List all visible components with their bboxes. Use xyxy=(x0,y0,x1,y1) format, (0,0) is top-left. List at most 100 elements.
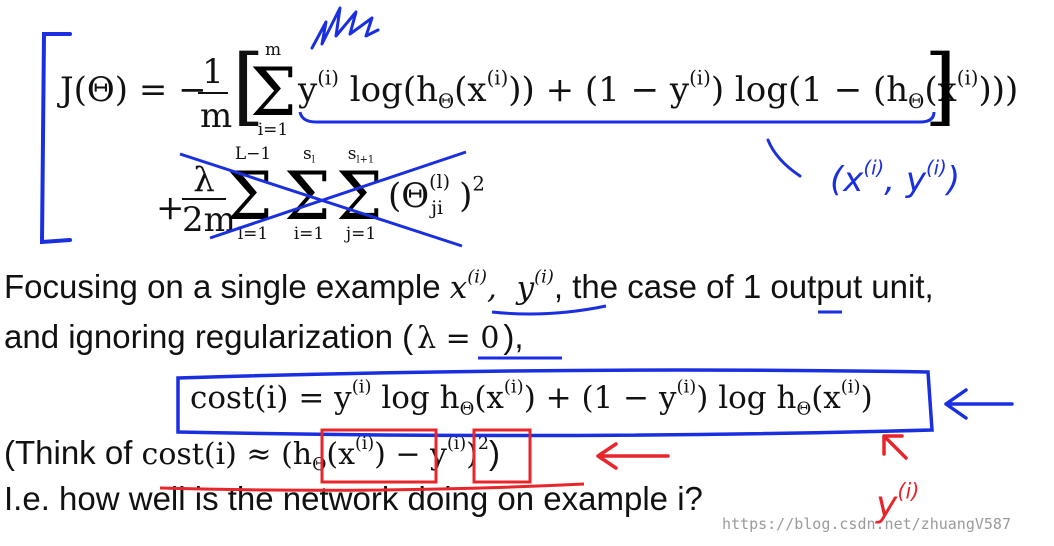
cost-p3-sup: (i) xyxy=(676,376,697,398)
blue-scribble xyxy=(310,6,380,50)
theta-square: 2 xyxy=(472,172,485,196)
cost-lhs: cost(i) = y xyxy=(190,380,352,416)
sum-top-limit: m xyxy=(264,40,282,60)
y-handwritten-note: y(i) xyxy=(876,481,919,525)
approx-mid: ) − y xyxy=(374,437,448,472)
x-math-sup: (i) xyxy=(467,266,488,288)
fraction-denominator: m xyxy=(200,96,233,136)
line1-pre: Focusing on a single example xyxy=(4,268,450,305)
cost-lhs-sup: (i) xyxy=(351,376,372,398)
approx-lhs: cost(i) ≈ (h xyxy=(141,437,313,472)
log-term: log(h xyxy=(338,70,438,110)
sum-bottom-limit: i=1 xyxy=(257,120,289,140)
tail-end: ))) xyxy=(978,70,1019,110)
cost-p4-sub: Θ xyxy=(796,398,812,420)
red-arrow-up xyxy=(882,434,908,460)
y-term: y xyxy=(298,70,318,110)
x-sup: (i) xyxy=(486,66,509,90)
cost-p1: log h xyxy=(371,380,460,416)
approx-end: ) xyxy=(466,437,478,472)
y-note-letter: y xyxy=(876,484,898,525)
y-letter: y xyxy=(516,270,535,306)
tail-theta-sub: Θ xyxy=(908,89,925,113)
one-output: 1 xyxy=(742,268,762,305)
theta-sup: (l) xyxy=(429,171,451,193)
summation-i2: sl Σ i=1 xyxy=(284,144,334,244)
approx-formula: cost(i) ≈ (hΘ(x(i)) − y(i))2 xyxy=(141,434,489,476)
theta-close: ) xyxy=(459,176,473,216)
blue-left-bracket xyxy=(39,32,72,245)
reg-den: 2m xyxy=(182,200,236,240)
watermark: https://blog.csdn.net/zhuangV587 xyxy=(722,515,1011,533)
prose-line-2: and ignoring regularization (λ = 0), xyxy=(4,318,524,356)
j-theta-lhs: J(Θ) = − xyxy=(60,70,207,110)
prose-line-4: I.e. how well is the network doing on ex… xyxy=(4,480,703,517)
prose-line-1: Focusing on a single example x(i), y(i),… xyxy=(4,268,934,306)
cost-p4: ) log h xyxy=(696,380,797,416)
summation-l: L−1 Σ l=1 xyxy=(226,144,280,244)
summation-j: sl+1 Σ j=1 xyxy=(336,144,386,244)
xy-note-y-sup: (i) xyxy=(926,156,947,180)
theta-sub-ji: ji xyxy=(431,197,444,219)
y-sup: (i) xyxy=(317,66,339,90)
sigma-symbol: Σ xyxy=(250,54,297,131)
blue-arrow xyxy=(944,388,1014,420)
tail-term: ) log(1 − (h xyxy=(710,70,909,110)
cost-p2-sup: (i) xyxy=(503,376,524,398)
fraction-numerator: 1 xyxy=(202,52,224,92)
sigma-l: Σ xyxy=(226,158,273,235)
red-arrow-left xyxy=(596,442,670,470)
cost-p1-sub: Θ xyxy=(459,398,475,420)
approx-x-sup: (i) xyxy=(355,434,375,455)
lambda-zero: λ = 0 xyxy=(417,321,500,356)
xy-handwritten-note: (x(i), y(i)) xyxy=(830,158,961,200)
reg-fraction: λ 2m xyxy=(182,160,236,240)
tail-x-sup: (i) xyxy=(956,66,979,90)
cost-p2: (x xyxy=(474,380,504,416)
cost-p5-sup: (i) xyxy=(840,376,861,398)
open-bracket: [ xyxy=(232,37,265,135)
line2-pre: and ignoring regularization ( xyxy=(4,318,414,355)
reg-plus: + xyxy=(156,188,185,228)
cost-summand: y(i) log(hΘ(x(i))) + (1 − y(i)) log(1 − … xyxy=(298,68,1019,113)
sigma-i: Σ xyxy=(284,158,331,235)
single-cost-formula: cost(i) = y(i) log hΘ(x(i)) + (1 − y(i))… xyxy=(190,376,873,420)
y-math-sup: (i) xyxy=(534,266,554,288)
prose-line-3: (Think of cost(i) ≈ (hΘ(x(i)) − y(i))2) xyxy=(4,434,500,476)
line3-pre: (Think of xyxy=(4,434,142,471)
cost-p3: ) + (1 − y xyxy=(523,380,677,416)
approx-x: (x xyxy=(326,437,355,472)
approx-sub: Θ xyxy=(312,455,327,476)
lambda: λ xyxy=(193,160,215,200)
xy-note-x: (x xyxy=(830,160,864,200)
mid-sup: (i) xyxy=(689,66,711,90)
sigma-j: Σ xyxy=(336,158,383,235)
x-term: (x xyxy=(454,70,487,110)
theta-sub: Θ xyxy=(437,89,455,113)
xy-note-x-sup: (i) xyxy=(863,156,885,180)
line1-end: output unit, xyxy=(761,268,934,305)
summation-i: m Σ i=1 xyxy=(248,40,298,140)
close-bracket: ] xyxy=(924,37,957,135)
y-note-sup: (i) xyxy=(897,479,920,504)
cost-p5: (x xyxy=(811,380,841,416)
cost-p6: ) xyxy=(860,380,873,416)
x-letter: x xyxy=(449,270,468,306)
math-comma: , xyxy=(487,270,497,306)
xy-note-end: ) xyxy=(946,160,961,200)
fraction-bar xyxy=(198,92,228,94)
approx-square: 2 xyxy=(477,434,489,455)
line1-post: , the case of xyxy=(553,268,743,305)
xy-note-mid: , y xyxy=(884,160,926,200)
line2-end: ), xyxy=(503,318,524,355)
tail-x: (x xyxy=(924,70,957,110)
theta-open: (Θ xyxy=(388,176,430,216)
theta-squared-term: (Θ(l) ji)2 xyxy=(388,171,485,219)
mid-term: )) + (1 − y xyxy=(508,70,690,110)
approx-y-sup: (i) xyxy=(447,434,467,455)
blue-xy-underline xyxy=(491,304,607,316)
blue-summand-underline xyxy=(298,111,936,124)
blue-connector xyxy=(766,138,802,178)
line3-end: ) xyxy=(488,434,500,471)
x-math: x(i), y(i) xyxy=(449,266,554,306)
